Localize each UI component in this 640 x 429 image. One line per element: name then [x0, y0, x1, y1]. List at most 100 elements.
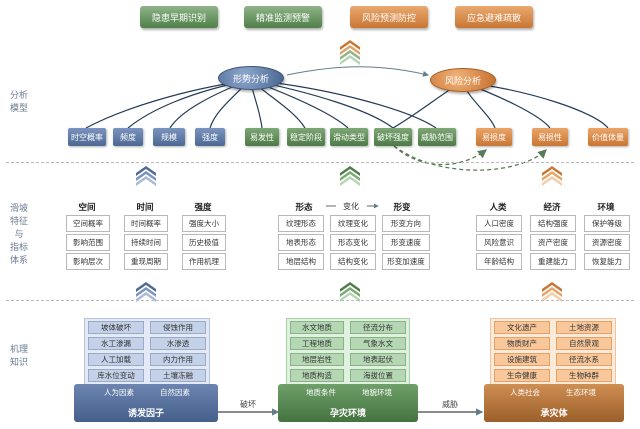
feature-cell: 形态变化 [330, 234, 376, 251]
factor-sub-label: 自然因素 [160, 387, 190, 397]
chevron-mark [542, 287, 562, 297]
mechanism-item: 水工渗漏 [88, 337, 144, 350]
indicator-threat-range: 威胁范围 [418, 128, 456, 146]
feature-header-environment: 环境 [597, 202, 615, 213]
feature-cell: 地层结构 [278, 253, 324, 270]
feature-cell: 作用机理 [182, 253, 226, 270]
feature-header-intensity: 强度 [194, 202, 212, 213]
chevron-mark [340, 45, 360, 55]
factor-sub-label: 生态环境 [566, 387, 596, 397]
mechanism-item: 径流水系 [556, 353, 612, 366]
chevron-mark [340, 171, 360, 181]
mechanism-item: 气象水文 [350, 337, 406, 350]
feature-header-human: 人类 [489, 202, 507, 213]
factor-sub-label: 地质条件 [306, 387, 336, 397]
chevron-mark [340, 282, 360, 292]
mechanism-item: 水文地质 [290, 321, 344, 334]
chevron-mark [340, 50, 360, 60]
feature-cell: 恢复能力 [584, 253, 630, 270]
chevron-mark [542, 176, 562, 186]
feature-cell: 重现周期 [124, 253, 168, 270]
indicator-stability-stage: 稳定阶段 [287, 128, 325, 146]
chevron-mark [136, 292, 156, 302]
mechanism-item: 侵蚀作用 [150, 321, 206, 334]
indicator-frequency: 频度 [113, 128, 143, 146]
mechanism-item: 设施建筑 [494, 353, 550, 366]
indicator-vulnerability-degree: 易损度 [476, 128, 512, 146]
chevron-mark [136, 176, 156, 186]
factor-bar-environment: 孕灾环境 [278, 384, 418, 422]
feature-header-economy: 经济 [543, 202, 561, 213]
mechanism-item: 地层岩性 [290, 353, 344, 366]
feature-cell: 影响层次 [66, 253, 110, 270]
feature-cell: 纹理形态 [278, 215, 324, 232]
feature-cell: 形变速度 [382, 234, 430, 251]
chevron-mark [340, 55, 360, 65]
dashed-arrow [393, 145, 488, 166]
mechanism-item: 地质构造 [290, 369, 344, 382]
separator-1 [6, 162, 634, 163]
indicator-scale: 规模 [153, 128, 185, 146]
chevron-mark [340, 176, 360, 186]
feature-cell: 地表形态 [278, 234, 324, 251]
indicator-slide-type: 滑动类型 [330, 128, 368, 146]
chevron-mark [136, 166, 156, 176]
feature-cell: 历史极值 [182, 234, 226, 251]
factor-sub-label: 地貌环境 [362, 387, 392, 397]
mechanism-item: 海拔位置 [350, 369, 406, 382]
feature-cell: 结构变化 [330, 253, 376, 270]
mechanism-item: 生物种群 [556, 369, 612, 382]
feature-cell: 强度大小 [182, 215, 226, 232]
feature-header-change: 变化 [343, 202, 359, 211]
feature-cell: 资产密度 [530, 234, 576, 251]
chevron-mark [542, 171, 562, 181]
factor-sub-label: 人类社会 [510, 387, 540, 397]
mechanism-item: 库水位变动 [88, 369, 144, 382]
feature-cell: 年龄结构 [476, 253, 522, 270]
feature-cell: 重建能力 [530, 253, 576, 270]
connector-label-threaten: 威胁 [442, 399, 458, 409]
mechanism-item: 生命健康 [494, 369, 550, 382]
side-label-mechanism: 机理 知识 [9, 345, 28, 368]
feature-header-space: 空间 [78, 202, 96, 213]
indicator-vulnerability: 易损性 [532, 128, 568, 146]
chevron-mark [340, 287, 360, 297]
goal-precise-monitoring: 精准监测预警 [244, 6, 322, 28]
chevron-mark [340, 292, 360, 302]
goal-emergency-evacuation: 应急避难疏散 [455, 6, 533, 28]
factor-title: 孕灾环境 [329, 409, 366, 419]
mechanism-item: 地表起伏 [350, 353, 406, 366]
feature-cell: 空间概率 [66, 215, 110, 232]
indicator-intensity: 强度 [195, 128, 225, 146]
indicator-spatiotemporal-probability: 时空概率 [68, 128, 106, 146]
indicator-value-volume: 价值体量 [588, 128, 628, 146]
chevron-mark [340, 40, 360, 50]
feature-cell: 人口密度 [476, 215, 522, 232]
feature-cell: 资源密度 [584, 234, 630, 251]
mechanism-item: 物质财产 [494, 337, 550, 350]
indicator-damage-intensity: 破坏强度 [374, 128, 412, 146]
feature-header-time: 时间 [136, 202, 154, 213]
chevron-mark [542, 292, 562, 302]
factor-bar-inducing: 诱发因子 [74, 384, 218, 422]
mechanism-item: 坡体破坏 [88, 321, 144, 334]
feature-cell: 纹理变化 [330, 215, 376, 232]
chevron-mark [542, 166, 562, 176]
chevron-groups [136, 40, 562, 302]
chevron-mark [136, 287, 156, 297]
side-label-features: 滑坡 特征 与 指标 体系 [9, 203, 28, 266]
connector-label-destroy: 破坏 [240, 399, 256, 409]
chevron-mark [542, 282, 562, 292]
feature-cell: 风险意识 [476, 234, 522, 251]
indicator-susceptibility: 易发性 [245, 128, 279, 146]
chevron-mark [136, 171, 156, 181]
goal-early-identification: 隐患早期识别 [140, 6, 218, 28]
feature-cell: 保护等级 [584, 215, 630, 232]
mechanism-item: 自然景观 [556, 337, 612, 350]
mechanism-item: 工程地质 [290, 337, 344, 350]
feature-cell: 影响范围 [66, 234, 110, 251]
chevron-mark [136, 282, 156, 292]
factor-sub-label: 人为因素 [104, 387, 134, 397]
factor-title: 诱发因子 [127, 409, 164, 419]
feature-cell: 时间概率 [124, 215, 168, 232]
